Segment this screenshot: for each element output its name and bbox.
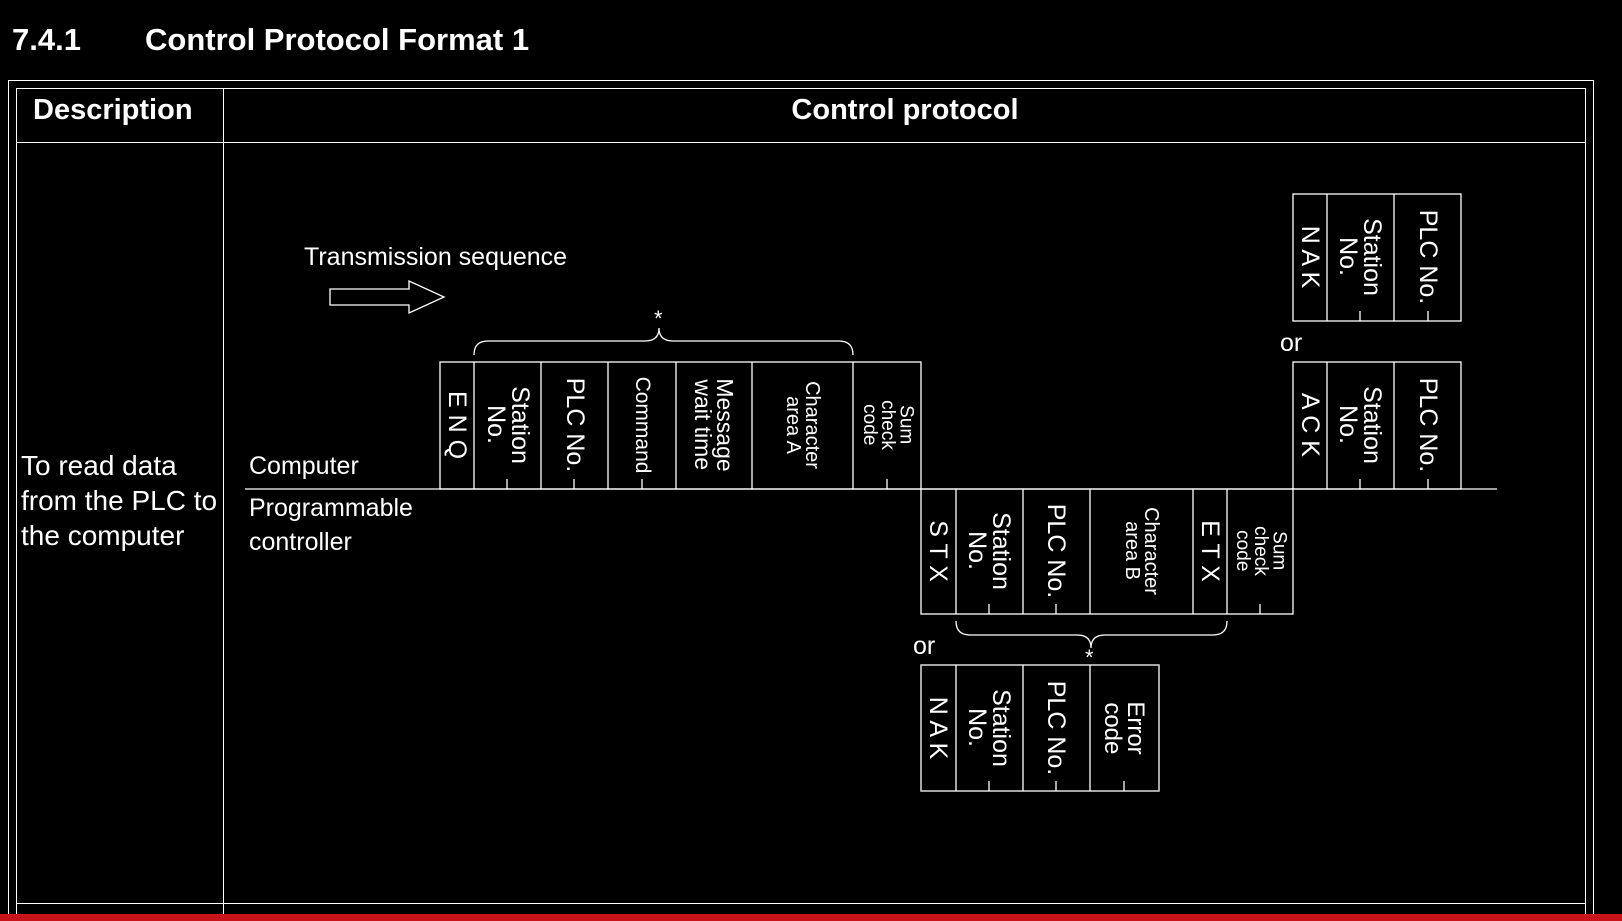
field-enq: E N Q: [443, 390, 471, 460]
field-error-code: Error code: [1099, 701, 1150, 755]
field-plc-no: PLC No.: [1414, 377, 1442, 473]
protocol-table: [16, 88, 1586, 921]
field-station-no: Station No.: [482, 386, 534, 464]
section-title: Control Protocol Format 1: [145, 22, 530, 57]
section-heading: 7.4.1 Control Protocol Format 1: [12, 22, 529, 58]
computer-nak-frame: [1292, 193, 1462, 322]
request-asterisk: *: [654, 306, 663, 331]
response-asterisk: *: [1085, 645, 1094, 670]
field-plc-no: PLC No.: [561, 377, 589, 473]
row-description: To read data from the PLC to the compute…: [21, 450, 218, 551]
field-station-no: Station No.: [963, 689, 1015, 767]
field-ack: A C K: [1296, 393, 1324, 457]
transmission-arrow: [329, 279, 446, 315]
field-nak: N A K: [1296, 225, 1324, 289]
field-sum-check-code: Sum check code: [1231, 526, 1290, 576]
field-station-no: Station No.: [1334, 386, 1386, 464]
plc-label-line2: controller: [249, 528, 352, 556]
field-nak: N A K: [924, 696, 952, 760]
response-frame: [920, 488, 1294, 615]
transmission-sequence-label: Transmission sequence: [304, 243, 568, 271]
field-character-area-b: Character area B: [1121, 507, 1163, 595]
or-label-nak: or: [913, 632, 936, 660]
field-station-no: Station No.: [963, 512, 1015, 590]
field-etx: E T X: [1196, 520, 1224, 582]
field-station-no: Station No.: [1334, 218, 1386, 296]
field-plc-no: PLC No.: [1042, 503, 1070, 599]
request-frame: [439, 361, 922, 490]
or-label-ack: or: [1280, 329, 1303, 357]
row-bottom-divider: [16, 903, 1586, 904]
field-message-wait-time: Message wait time: [690, 378, 739, 472]
request-brace: [473, 327, 854, 356]
plc-nak-frame: [920, 664, 1160, 792]
field-stx: S T X: [924, 520, 952, 582]
header-divider: [16, 142, 1586, 143]
field-plc-no: PLC No.: [1414, 209, 1442, 305]
plc-label-line1: Programmable: [249, 494, 413, 522]
field-sum-check-code: Sum check code: [858, 400, 917, 450]
computer-label: Computer: [249, 452, 359, 480]
header-control-protocol: Control protocol: [791, 94, 1019, 126]
section-number: 7.4.1: [12, 22, 81, 57]
header-description: Description: [33, 94, 193, 126]
column-divider: [223, 88, 224, 921]
field-plc-no: PLC No.: [1042, 680, 1070, 776]
response-brace: [955, 620, 1228, 649]
computer-ack-frame: [1292, 361, 1462, 490]
field-character-area-a: Character area A: [782, 381, 824, 469]
field-command: Command: [631, 376, 655, 474]
bottom-accent-bar: [0, 914, 1622, 921]
